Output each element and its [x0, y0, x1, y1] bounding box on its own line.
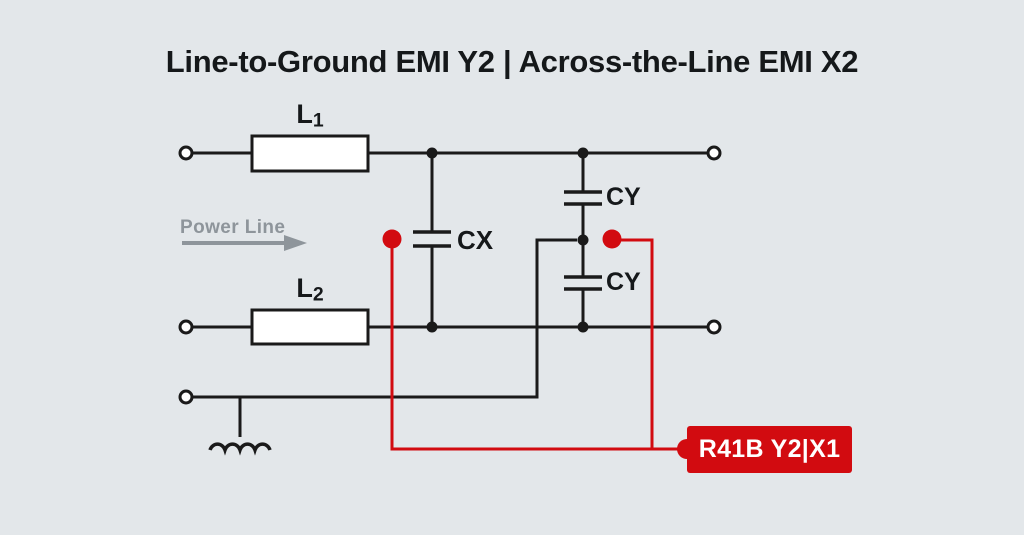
- part-number-badge: R41B Y2|X1: [687, 426, 852, 473]
- callout-wire-cy: [612, 238, 654, 449]
- terminal-line1-left: [178, 145, 194, 161]
- diagram-title: Line-to-Ground EMI Y2 | Across-the-Line …: [165, 44, 859, 79]
- junction-dot: [577, 147, 589, 159]
- terminal-ground-left: [178, 389, 194, 405]
- capacitor-cy-top-label: CY: [606, 183, 641, 211]
- callout-wire-cx: [390, 240, 687, 451]
- ground-coil-icon: [208, 442, 272, 456]
- power-line-arrow-icon: [182, 235, 307, 251]
- junction-dot: [426, 321, 438, 333]
- inductor-l1-subscript: 1: [312, 109, 324, 132]
- terminal-line1-right: [706, 145, 722, 161]
- capacitor-cy-bottom-label: CY: [606, 268, 641, 296]
- wire-ground-to-cy-midpoint: [192, 238, 577, 399]
- inductor-l2-label: L2: [252, 273, 368, 306]
- power-line-label: Power Line: [180, 217, 286, 238]
- terminal-line2-left: [178, 319, 194, 335]
- inductor-l1-name: L: [296, 99, 313, 129]
- junction-dot: [577, 234, 589, 246]
- inductor-l1-body: [250, 134, 370, 173]
- capacitor-cx-label: CX: [457, 225, 494, 255]
- capacitor-cy-top-plates: [564, 190, 602, 206]
- inductor-l2-name: L: [296, 273, 313, 303]
- inductor-l2-subscript: 2: [312, 283, 324, 306]
- inductor-l1-label: L1: [252, 99, 368, 132]
- capacitor-cx-plates: [413, 230, 451, 248]
- junction-dot: [577, 321, 589, 333]
- callout-dot-cx: [382, 229, 402, 249]
- junction-dot: [426, 147, 438, 159]
- capacitor-cy-bottom-plates: [564, 275, 602, 291]
- inductor-l2-body: [250, 308, 370, 346]
- terminal-line2-right: [706, 319, 722, 335]
- callout-dot-cy: [602, 229, 622, 249]
